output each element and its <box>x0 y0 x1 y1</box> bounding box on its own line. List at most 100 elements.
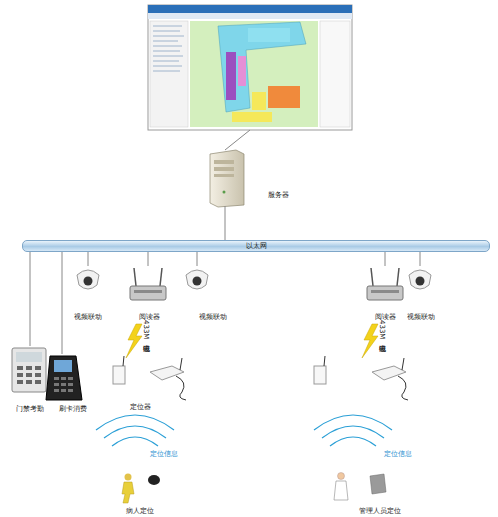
staff-figure <box>334 473 386 501</box>
antenna <box>160 268 162 286</box>
locator-box <box>113 366 125 384</box>
network-cable <box>385 252 386 266</box>
camera-dome <box>77 270 99 289</box>
reader-icon <box>130 268 166 300</box>
room <box>248 28 290 42</box>
pos-keys <box>54 377 73 392</box>
locator-box <box>314 366 326 384</box>
reader-icon <box>367 268 403 300</box>
software-screenshot <box>148 5 352 130</box>
drive-slot <box>214 174 234 177</box>
antenna <box>402 358 404 370</box>
building <box>218 22 306 112</box>
node-label: 管理人员定位 <box>359 507 401 516</box>
node-label: 定位器 <box>130 403 151 412</box>
wrist-tag <box>148 475 160 485</box>
lightning-symbol <box>362 324 378 358</box>
room <box>226 52 236 100</box>
node-label: 病人定位 <box>126 507 154 516</box>
drive-slot <box>214 167 234 171</box>
network-cable <box>62 252 63 354</box>
keypad <box>17 366 41 384</box>
server-icon <box>210 150 244 207</box>
right-panel <box>320 21 350 127</box>
display-cable <box>225 130 250 150</box>
node-label: 服务器 <box>268 191 289 200</box>
device-node: 视频联动 <box>182 266 232 322</box>
wave-symbol <box>96 415 392 446</box>
node-label: 视频联动 <box>199 313 227 322</box>
locator-icon <box>113 356 186 400</box>
room <box>252 92 266 110</box>
patient-figure <box>122 474 160 504</box>
network-cable <box>225 206 226 240</box>
device-node: 视频联动 <box>400 266 442 322</box>
side-panel <box>150 21 188 127</box>
camera-icon <box>409 270 431 289</box>
antenna <box>371 268 373 286</box>
info-label: 定位信息 <box>150 450 178 459</box>
device-node: 服务器 <box>203 148 293 206</box>
power-light <box>223 191 226 194</box>
pos-screen <box>54 360 72 372</box>
device-node: 定位器 <box>110 356 170 412</box>
pos-terminal <box>46 356 82 400</box>
lightning-symbol <box>126 324 142 358</box>
screen-frame <box>148 5 352 130</box>
head <box>125 474 132 481</box>
list-lines <box>153 26 184 71</box>
room <box>238 56 246 86</box>
reader-body <box>367 286 403 300</box>
network-cable <box>197 252 198 266</box>
drive-slot <box>214 160 234 164</box>
tool-bar <box>148 13 352 19</box>
antenna <box>134 268 136 286</box>
info-label: 定位信息 <box>384 450 412 459</box>
node-label: 刷卡消费 <box>59 405 87 414</box>
camera-lens <box>193 277 202 286</box>
pos-body <box>46 356 82 400</box>
network-cable <box>88 252 89 266</box>
node-label: 视频联动 <box>74 313 102 322</box>
device-node: 刷卡消费 <box>50 354 96 414</box>
antenna <box>324 356 325 366</box>
camera-lens <box>416 277 425 286</box>
locator-icon <box>314 356 408 400</box>
device-node: 病人定位 <box>105 470 175 516</box>
reader-port <box>134 290 162 293</box>
card-area <box>16 352 42 362</box>
room <box>232 112 272 122</box>
reader-body <box>130 286 166 300</box>
node-label: 以太网 <box>246 242 267 251</box>
coat <box>334 481 348 500</box>
cable <box>176 376 186 400</box>
device-node: 阅读器 <box>123 266 175 322</box>
camera-icon <box>77 270 99 289</box>
head <box>338 473 345 480</box>
access-terminal <box>12 348 46 392</box>
cable <box>398 376 408 400</box>
signal-label: 433M电磁波 <box>377 320 386 339</box>
device-node: 门禁考勤 <box>8 346 52 414</box>
body <box>122 482 134 503</box>
camera-icon <box>186 270 208 289</box>
node-label: 视频联动 <box>407 313 435 322</box>
node-label: 门禁考勤 <box>16 405 44 414</box>
card-tag <box>370 474 386 494</box>
camera-lens <box>84 277 93 286</box>
camera-dome <box>409 270 431 289</box>
server-body <box>210 150 244 207</box>
device-node: 视频联动 <box>68 266 108 322</box>
signal-label: 433M电磁波 <box>141 320 150 339</box>
title-bar <box>148 5 352 13</box>
network-bus: 以太网 <box>22 240 490 252</box>
antenna <box>123 356 124 366</box>
terminal-body <box>12 348 46 392</box>
network-cable <box>420 252 421 266</box>
room <box>268 86 300 108</box>
network-cable <box>30 252 31 346</box>
device-node: 阅读器 <box>360 266 410 322</box>
